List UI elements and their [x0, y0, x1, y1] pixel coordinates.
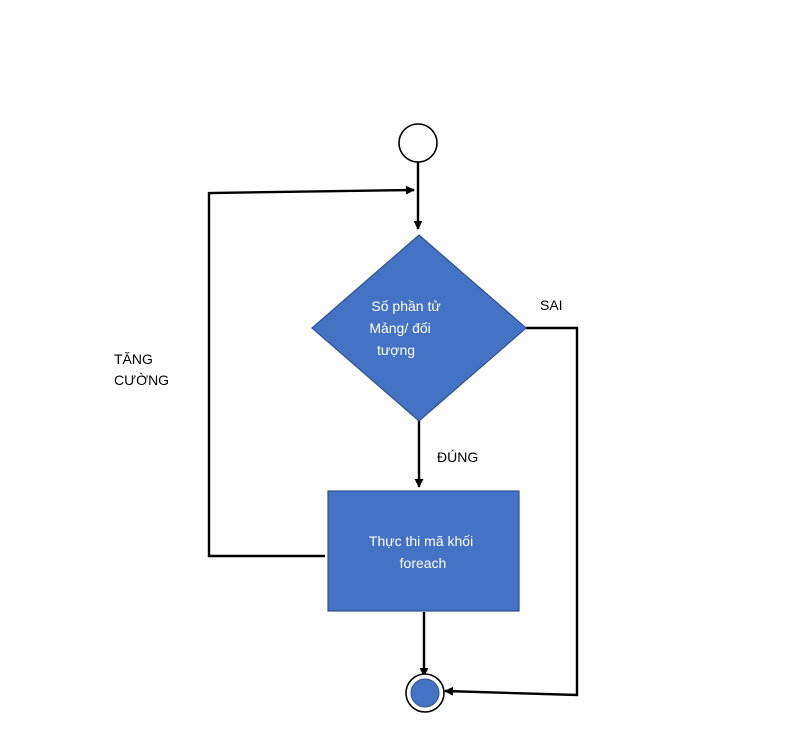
loop-edge-label: TĂNG CƯỜNG: [114, 351, 169, 388]
condition-label-line-3: tượng: [377, 342, 415, 358]
condition-node: [311, 234, 527, 422]
edge-loop-back: [207, 185, 415, 558]
end-node-inner: [410, 678, 440, 708]
process-label: Thực thi mã khối foreach: [369, 533, 477, 571]
condition-label-line-1: Số phần tử: [371, 298, 440, 314]
condition-label: Số phần tử Mảng/ đối tượng: [369, 298, 444, 358]
edge-false-to-end: [444, 326, 579, 697]
process-label-line-2: foreach: [400, 555, 447, 571]
true-edge-label: ĐÚNG: [437, 449, 478, 465]
false-edge-label: SAI: [540, 297, 563, 313]
loop-edge-label-line-1: TĂNG: [114, 351, 153, 367]
condition-label-line-2: Mảng/ đối: [369, 320, 430, 336]
process-label-line-1: Thực thi mã khối: [369, 533, 473, 549]
process-node: [327, 490, 520, 612]
loop-edge-label-line-2: CƯỜNG: [114, 372, 169, 388]
start-node: [398, 123, 438, 163]
